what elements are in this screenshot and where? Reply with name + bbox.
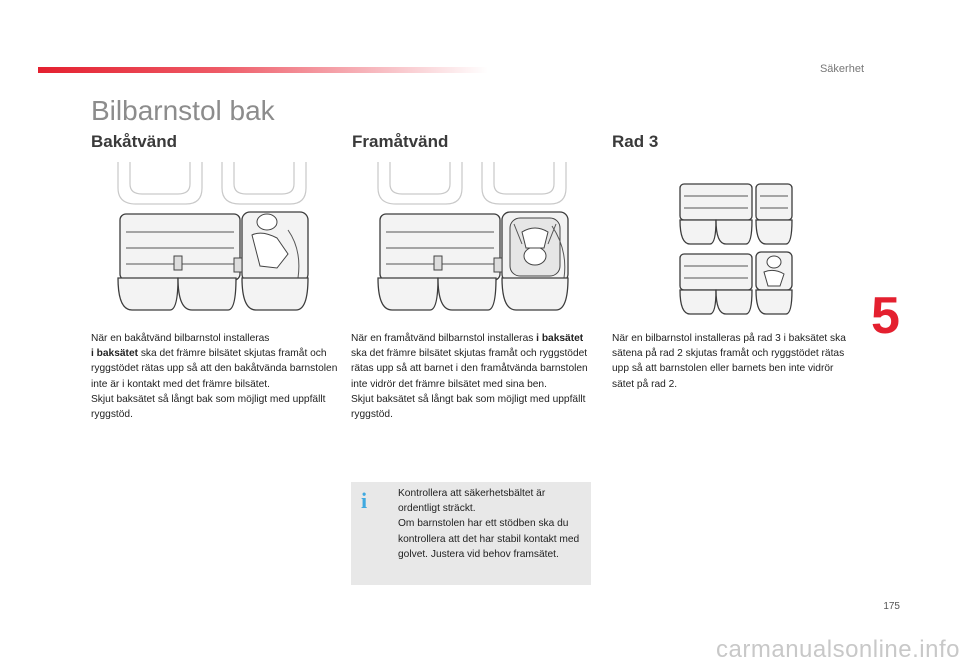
forward-facing-paragraph-2: Skjut baksätet så långt bak som möjligt … (351, 393, 586, 421)
emphasis-rear-seat: i baksätet (91, 348, 138, 360)
rear-facing-paragraph-2: Skjut baksätet så långt bak som möjligt … (91, 393, 326, 421)
page-number: 175 (883, 601, 900, 612)
info-line-2: Om barnstolen har ett stödben ska du kon… (398, 518, 580, 560)
chapter-number: 5 (871, 287, 900, 345)
row-3-text: När en bilbarnstol installeras på rad 3 … (612, 331, 852, 392)
emphasis-rear-seat: i baksätet (536, 333, 584, 344)
rear-facing-paragraph-1: När en bakåtvänd bilbarnstol installeras… (91, 333, 338, 390)
heading-forward-facing: Framåtvänd (352, 132, 449, 151)
page-title: Bilbarnstol bak (91, 95, 275, 126)
section-label: Säkerhet (819, 63, 864, 75)
forward-facing-seat-illustration (377, 162, 569, 311)
rear-facing-seat-illustration (117, 162, 309, 311)
rear-facing-text: När en bakåtvänd bilbarnstol installeras… (91, 331, 339, 422)
forward-facing-text: När en framåtvänd bilbarnstol installera… (351, 331, 599, 422)
info-text: Kontrollera att säkerhetsbältet är orden… (398, 486, 588, 562)
forward-facing-paragraph-1: När en framåtvänd bilbarnstol installera… (351, 333, 588, 390)
info-icon: i (361, 488, 368, 513)
heading-rear-facing: Bakåtvänd (91, 132, 177, 151)
watermark: carmanualsonline.info (716, 636, 960, 663)
row-3-paragraph-1: När en bilbarnstol installeras på rad 3 … (612, 333, 846, 390)
info-box: i Kontrollera att säkerhetsbältet är ord… (351, 482, 591, 585)
header-accent-bar (38, 67, 488, 73)
heading-row-3: Rad 3 (612, 132, 659, 151)
row-3-seat-illustration (679, 183, 793, 315)
info-line-1: Kontrollera att säkerhetsbältet är orden… (398, 488, 546, 515)
